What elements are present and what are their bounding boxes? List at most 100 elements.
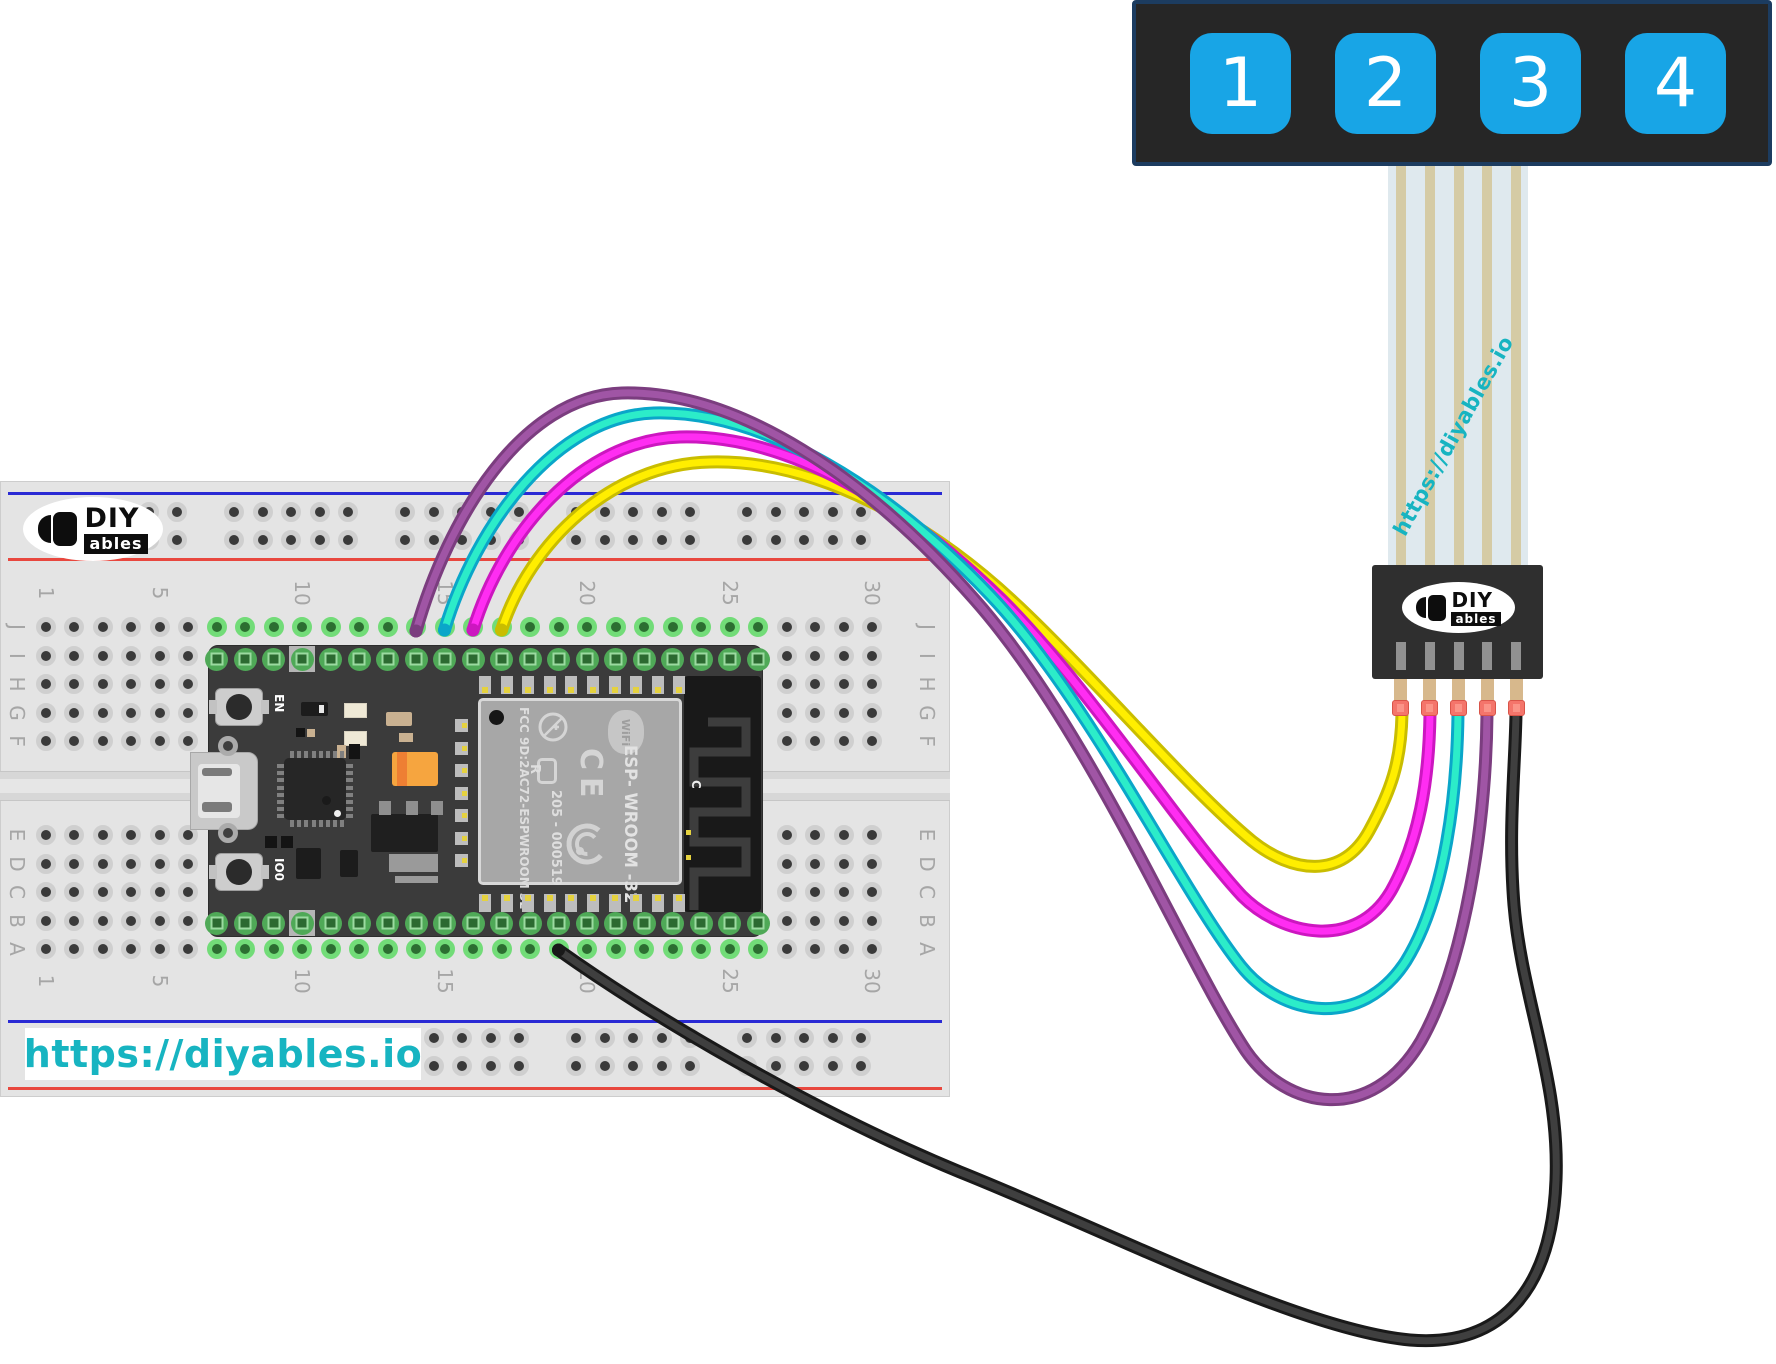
chip-leg bbox=[304, 751, 309, 758]
breadboard-hole-connected bbox=[748, 617, 768, 637]
breadboard-hole-connected bbox=[748, 939, 768, 959]
esp32-pin-pad bbox=[632, 647, 656, 671]
ribbon-stripe bbox=[1395, 163, 1406, 566]
keypad-button-4[interactable]: 4 bbox=[1625, 32, 1726, 134]
module-solder-pad bbox=[455, 831, 468, 845]
breadboard-hole bbox=[281, 530, 301, 550]
breadboard-hole bbox=[805, 617, 825, 637]
breadboard-hole bbox=[224, 530, 244, 550]
smd-part bbox=[307, 729, 315, 737]
breadboard-hole bbox=[92, 939, 113, 959]
breadboard-hole bbox=[35, 674, 56, 694]
breadboard-hole bbox=[281, 502, 301, 522]
breadboard-hole bbox=[121, 674, 141, 694]
wire-black bbox=[552, 707, 1563, 1348]
breadboard-hole-connected bbox=[235, 617, 255, 637]
breadboard-hole bbox=[35, 853, 56, 874]
breadboard-hole bbox=[794, 1056, 814, 1076]
breadboard-hole bbox=[651, 502, 672, 522]
breadboard-hole bbox=[594, 1028, 615, 1048]
breadboard-hole bbox=[805, 910, 825, 931]
breadboard-hole bbox=[149, 731, 170, 751]
breadboard-hole bbox=[566, 1056, 586, 1076]
breadboard-hole-connected bbox=[491, 939, 512, 959]
breadboard-hole bbox=[776, 702, 797, 723]
breadboard-hole bbox=[64, 825, 84, 845]
breadboard-hole bbox=[776, 882, 797, 902]
breadboard-hole bbox=[862, 702, 882, 723]
breadboard-hole bbox=[92, 617, 113, 637]
capacitor-orange-stripe bbox=[397, 752, 407, 786]
esp32-pin-pad bbox=[490, 911, 513, 935]
breadboard-hole bbox=[833, 853, 854, 874]
breadboard-hole bbox=[862, 731, 882, 751]
breadboard-hole bbox=[680, 530, 700, 550]
chip-leg bbox=[311, 751, 316, 758]
esp32-pin-pad bbox=[347, 911, 371, 935]
module-solder-pad bbox=[479, 894, 491, 912]
breadboard-hole bbox=[178, 939, 198, 959]
breadboard-hole bbox=[64, 939, 84, 959]
breadboard-hole bbox=[178, 702, 198, 723]
smd-capacitor bbox=[386, 712, 412, 726]
smd-part bbox=[265, 836, 277, 848]
breadboard-hole bbox=[833, 731, 854, 751]
wire-sleeve bbox=[1421, 700, 1438, 716]
breadboard-hole-connected bbox=[434, 939, 455, 959]
esp32-pin-pad bbox=[376, 647, 399, 671]
breadboard-hole-connected bbox=[349, 939, 369, 959]
breadboard-hole-connected bbox=[577, 617, 597, 637]
chip-leg bbox=[346, 778, 353, 783]
breadboard-hole bbox=[92, 702, 113, 723]
esp32-pin-pad bbox=[205, 647, 228, 671]
breadboard-hole bbox=[64, 853, 84, 874]
io0-button-cap bbox=[226, 859, 252, 885]
breadboard-hole-connected bbox=[292, 939, 312, 959]
regulator-tab bbox=[389, 854, 438, 872]
usb-uart-chip bbox=[284, 758, 346, 820]
breadboard-hole bbox=[92, 825, 113, 845]
breadboard-hole bbox=[121, 731, 141, 751]
breadboard-hole bbox=[121, 853, 141, 874]
diyables-logo: DIY ables bbox=[1402, 582, 1515, 633]
esp32-pin-pad bbox=[746, 911, 770, 935]
module-solder-pad bbox=[630, 676, 643, 694]
breadboard-hole-connected bbox=[349, 617, 369, 637]
breadboard-hole bbox=[737, 1028, 757, 1048]
diyables-url-label: https://diyables.io bbox=[24, 1028, 422, 1080]
chip-leg bbox=[297, 751, 302, 758]
keypad-button-2[interactable]: 2 bbox=[1335, 32, 1436, 134]
breadboard-hole bbox=[35, 939, 56, 959]
breadboard-hole bbox=[862, 825, 882, 845]
module-solder-pad bbox=[673, 894, 686, 912]
breadboard-hole bbox=[167, 530, 187, 550]
breadboard-hole-connected bbox=[263, 939, 284, 959]
chip-leg bbox=[290, 751, 294, 758]
keypad-button-1[interactable]: 1 bbox=[1190, 32, 1291, 134]
breadboard-hole bbox=[92, 674, 113, 694]
breadboard-hole bbox=[178, 645, 198, 666]
breadboard-hole bbox=[167, 502, 187, 522]
breadboard-hole bbox=[651, 1056, 672, 1076]
breadboard-hole bbox=[178, 731, 198, 751]
breadboard-hole-connected bbox=[719, 939, 740, 959]
breadboard-hole bbox=[395, 530, 415, 550]
breadboard-hole bbox=[92, 853, 113, 874]
breadboard-hole bbox=[805, 645, 825, 666]
esp32-pin-pad bbox=[461, 647, 485, 671]
breadboard-hole bbox=[121, 825, 141, 845]
breadboard-hole bbox=[805, 853, 825, 874]
module-solder-pad bbox=[455, 854, 468, 867]
esp32-pin-pad bbox=[547, 647, 570, 671]
esp32-pin-pad bbox=[433, 911, 456, 935]
breadboard-hole bbox=[92, 882, 113, 902]
chip-leg bbox=[290, 820, 294, 827]
chip-leg bbox=[346, 771, 353, 776]
breadboard-hole-connected bbox=[605, 617, 626, 637]
breadboard-hole bbox=[35, 617, 56, 637]
wire-sleeve bbox=[1450, 700, 1467, 716]
power-rail-red-line bbox=[8, 1087, 942, 1090]
breadboard-hole bbox=[35, 645, 56, 666]
keypad-button-3[interactable]: 3 bbox=[1480, 32, 1581, 134]
wire-sleeve bbox=[1478, 700, 1496, 716]
